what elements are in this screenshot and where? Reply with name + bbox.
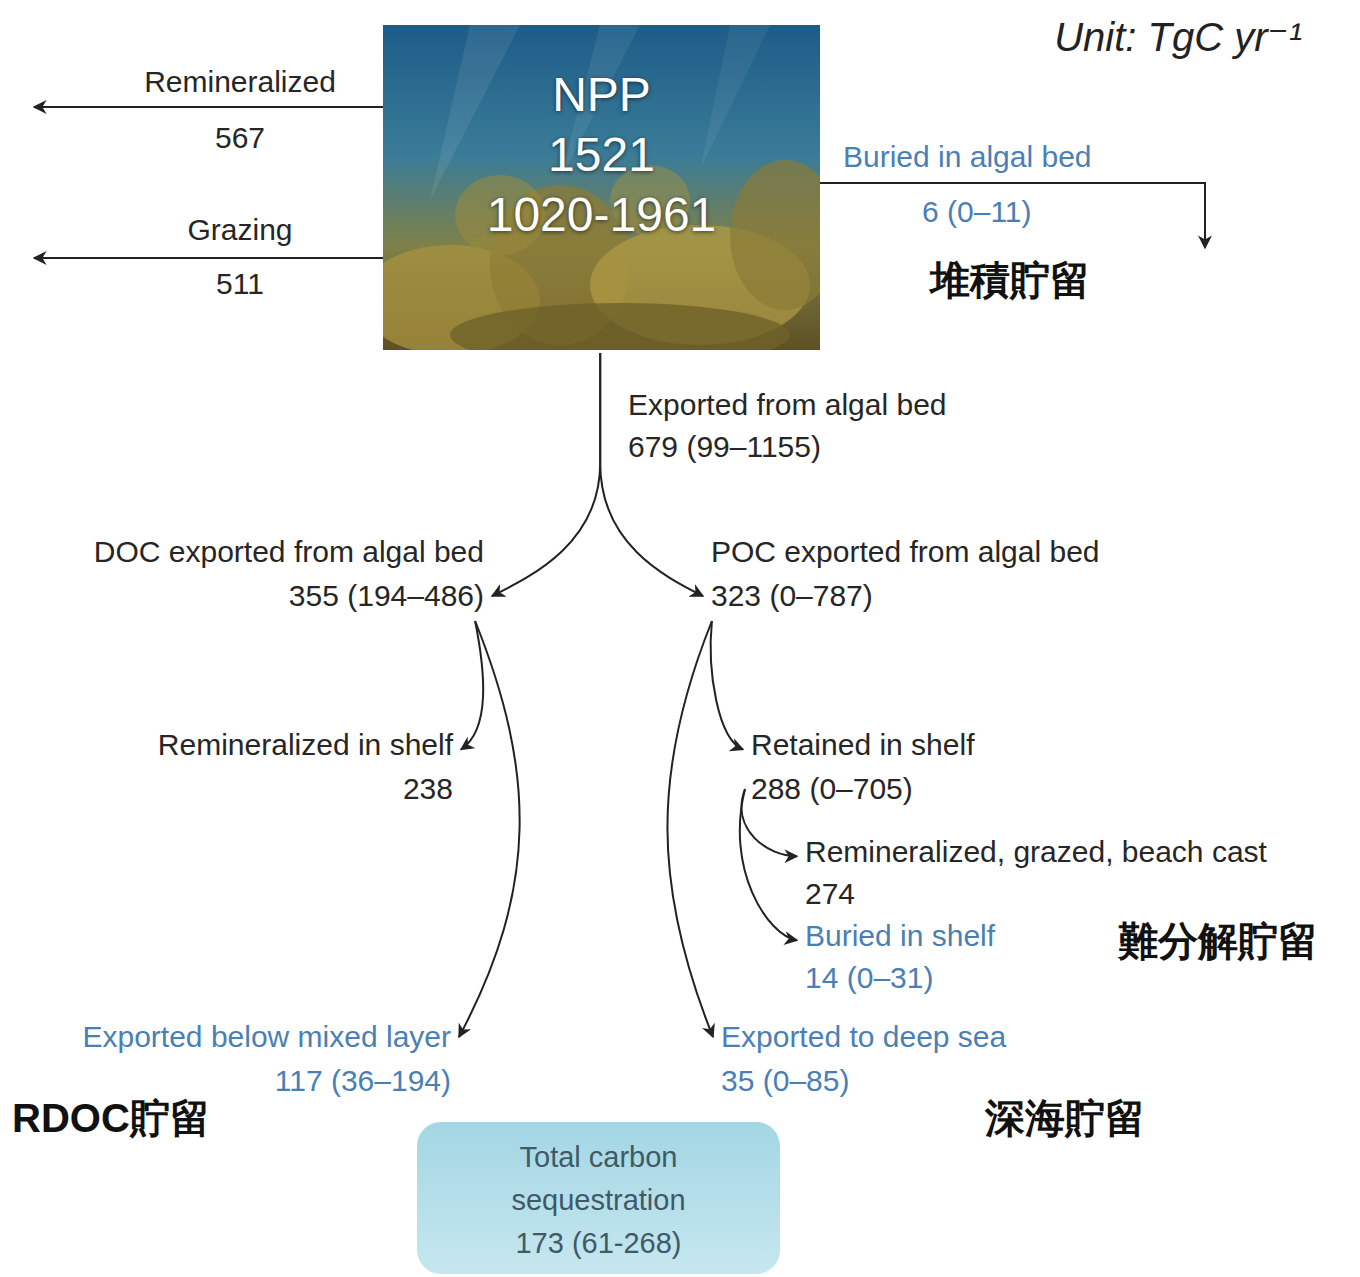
flux-node: Exported below mixed layer117 (36–194) xyxy=(79,1015,454,1103)
node-value: 355 (194–486) xyxy=(94,574,484,618)
node-title: Exported below mixed layer xyxy=(82,1015,451,1059)
flux-node: Buried in shelf14 (0–31) xyxy=(802,915,998,999)
node-title: Total carbon sequestration xyxy=(445,1136,752,1222)
flow-arrow xyxy=(492,353,600,596)
kelp-photo xyxy=(383,25,820,350)
node-value: 35 (0–85) xyxy=(721,1059,1006,1103)
node-value: 238 xyxy=(158,767,453,811)
photo-box: NPP15211020-1961 xyxy=(383,25,820,350)
node-title: Retained in shelf xyxy=(751,723,974,767)
node-value: 288 (0–705) xyxy=(751,767,974,811)
node-value: 1521 xyxy=(383,125,820,185)
kelp-frond xyxy=(730,160,820,310)
node-value: 274 xyxy=(805,873,1267,915)
node-title: Exported to deep sea xyxy=(721,1015,1006,1059)
flux-value: 6 (0–11) xyxy=(922,192,1032,232)
storage-label: 堆積貯留 xyxy=(930,255,1090,305)
node-title: NPP xyxy=(383,65,820,125)
node-value: 323 (0–787) xyxy=(711,574,1100,618)
flow-arrow xyxy=(459,621,520,1037)
flow-arrow xyxy=(740,789,797,940)
light-ray xyxy=(430,25,520,200)
flux-value: 511 xyxy=(216,264,264,304)
flow-arrow xyxy=(820,183,1205,248)
storage-label: RDOC貯留 xyxy=(12,1093,210,1143)
flow-arrow xyxy=(667,621,713,1037)
node-title: Remineralized in shelf xyxy=(158,723,453,767)
storage-label: 難分解貯留 xyxy=(1118,916,1318,966)
flux-label: Buried in algal bed xyxy=(843,137,1092,177)
flux-label: Grazing xyxy=(187,210,292,250)
flow-arrow xyxy=(461,621,483,749)
node-title: DOC exported from algal bed xyxy=(94,530,484,574)
unit-note: Unit: TgC yr⁻¹ xyxy=(1054,12,1302,62)
flow-arrow xyxy=(34,106,383,108)
node-title: Remineralized, grazed, beach cast xyxy=(805,831,1267,873)
flux-label: Remineralized xyxy=(144,62,336,102)
node-value: 1020-1961 xyxy=(383,185,820,245)
flux-value: 679 (99–1155) xyxy=(628,427,821,467)
node-value: 14 (0–31) xyxy=(805,957,995,999)
flux-label: Exported from algal bed xyxy=(628,385,947,425)
flux-node: Exported to deep sea35 (0–85) xyxy=(718,1015,1009,1103)
node-title: POC exported from algal bed xyxy=(711,530,1100,574)
node-value: 173 (61-268) xyxy=(445,1222,752,1265)
flux-value: 567 xyxy=(215,118,265,158)
flow-arrow xyxy=(34,257,383,259)
node-title: Buried in shelf xyxy=(805,915,995,957)
flux-node: Remineralized in shelf238 xyxy=(155,723,456,811)
light-ray xyxy=(700,25,770,170)
flux-node: DOC exported from algal bed355 (194–486) xyxy=(91,530,487,618)
flux-node: Remineralized, grazed, beach cast274 xyxy=(802,831,1270,915)
flow-arrow xyxy=(711,621,743,749)
flux-node: Retained in shelf288 (0–705) xyxy=(748,723,977,811)
flux-node: POC exported from algal bed323 (0–787) xyxy=(708,530,1103,618)
kelp-frond xyxy=(450,303,790,350)
total-box: Total carbon sequestration173 (61-268) xyxy=(417,1122,780,1274)
storage-label: 深海貯留 xyxy=(985,1093,1145,1143)
